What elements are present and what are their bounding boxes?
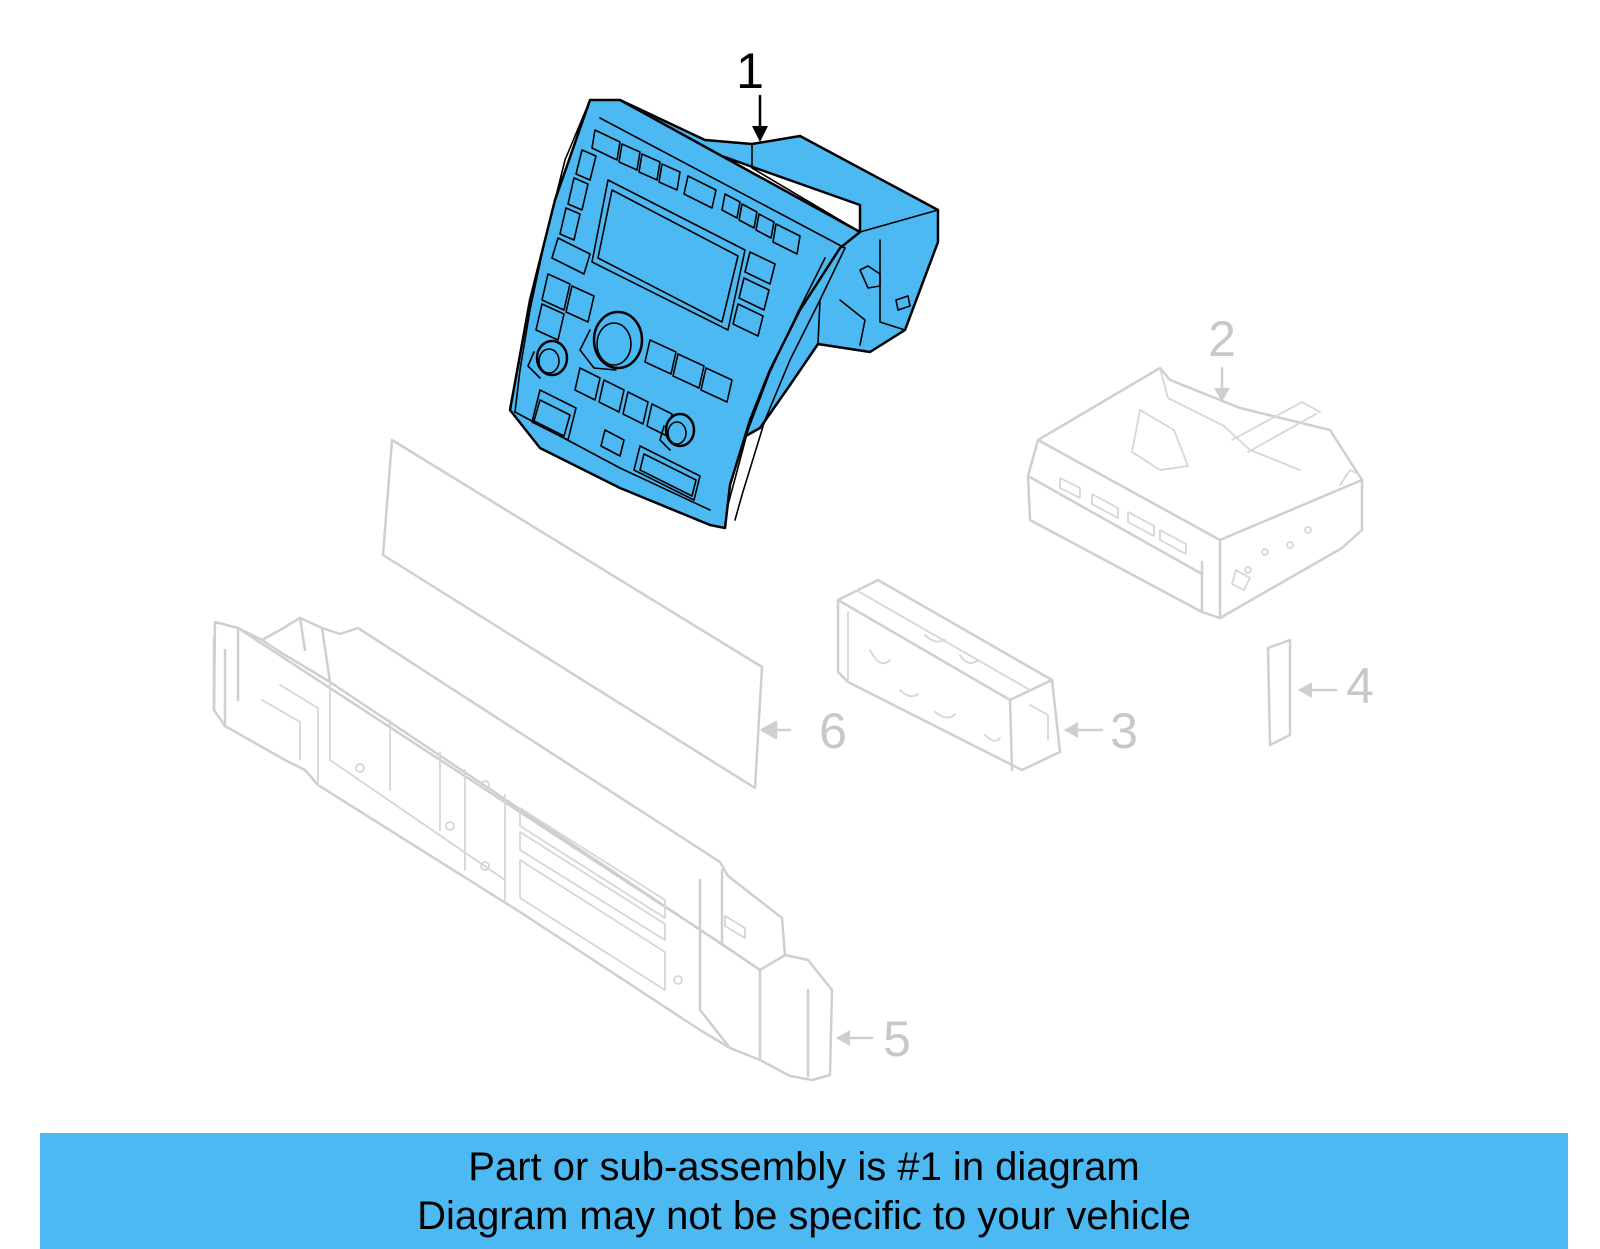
banner-line-part: Part or sub-assembly is #1 in diagram xyxy=(468,1145,1140,1189)
part-6-panel[interactable] xyxy=(381,438,792,790)
callout-1: 1 xyxy=(736,43,764,99)
part-3-control-module[interactable] xyxy=(836,578,1104,772)
callout-6: 6 xyxy=(819,703,847,759)
info-banner: Part or sub-assembly is #1 in diagram Di… xyxy=(40,1133,1568,1249)
banner-line-disclaimer: Diagram may not be specific to your vehi… xyxy=(417,1194,1191,1238)
part-1-radio-control-head[interactable] xyxy=(508,94,940,530)
callout-4: 4 xyxy=(1346,658,1374,714)
part-4-bracket[interactable] xyxy=(1266,638,1338,747)
callout-3: 3 xyxy=(1110,703,1138,759)
callout-5: 5 xyxy=(883,1011,911,1067)
part-5-trim-bezel[interactable] xyxy=(212,616,874,1082)
part-2-receiver-unit[interactable] xyxy=(1026,366,1364,620)
callout-2: 2 xyxy=(1208,311,1236,367)
